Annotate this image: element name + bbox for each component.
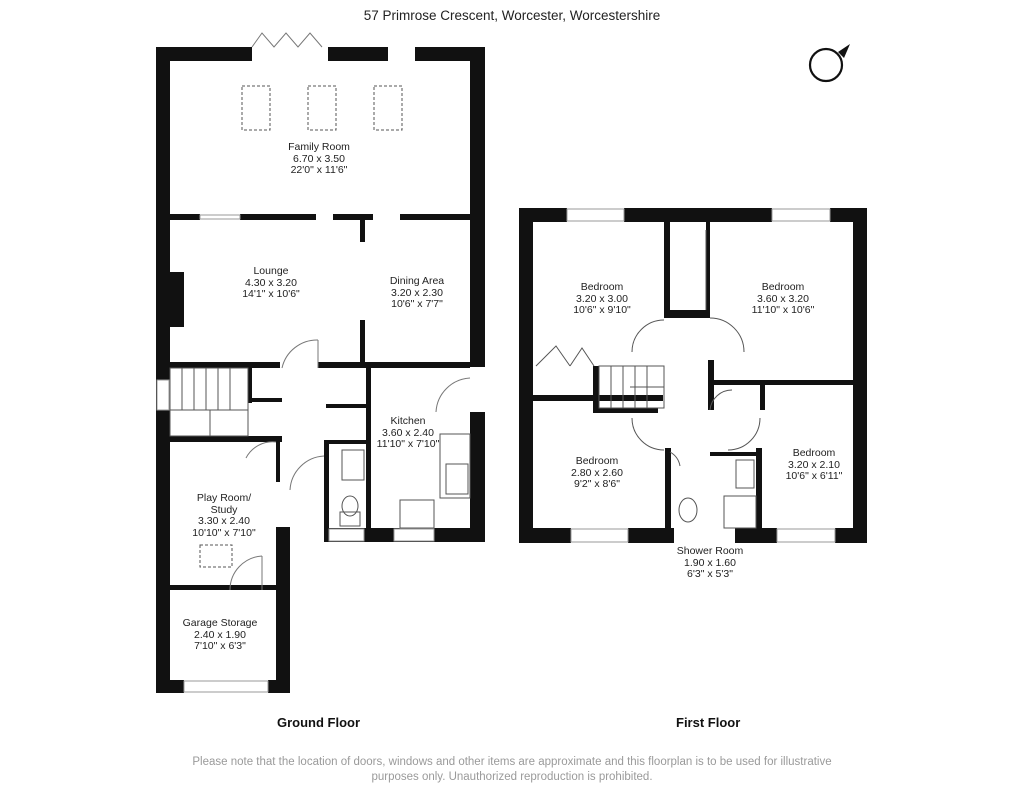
ground-floor-walls bbox=[156, 47, 485, 693]
room-bedroom-3: Bedroom 2.80 x 2.60 9'2" x 8'6" bbox=[571, 455, 623, 490]
room-family-room: Family Room 6.70 x 3.50 22'0" x 11'6" bbox=[288, 141, 350, 176]
room-dining-area: Dining Area 3.20 x 2.30 10'6" x 7'7" bbox=[389, 275, 445, 310]
plan-title: 57 Primrose Crescent, Worcester, Worcest… bbox=[363, 8, 661, 23]
first-floor-label: First Floor bbox=[676, 715, 741, 730]
north-arrow-icon bbox=[808, 44, 850, 83]
room-garage-storage: Garage Storage 2.40 x 1.90 7'10" x 6'3" bbox=[182, 617, 258, 652]
room-lounge: Lounge 4.30 x 3.20 14'1" x 10'6" bbox=[242, 265, 300, 300]
first-floor-walls bbox=[519, 208, 867, 543]
room-play-room: Play Room/ Study 3.30 x 2.40 10'10" x 7'… bbox=[192, 492, 256, 539]
room-kitchen: Kitchen 3.60 x 2.40 11'10" x 7'10" bbox=[376, 415, 440, 450]
room-bedroom-2: Bedroom 3.60 x 3.20 11'10" x 10'6" bbox=[751, 281, 815, 316]
room-bedroom-1: Bedroom 3.20 x 3.00 10'6" x 9'10" bbox=[573, 281, 631, 316]
ground-stairs bbox=[169, 367, 249, 437]
room-shower-room: Shower Room 1.90 x 1.60 6'3" x 5'3" bbox=[676, 545, 744, 580]
room-bedroom-4: Bedroom 3.20 x 2.10 10'6" x 6'11" bbox=[785, 447, 843, 482]
ground-floor-label: Ground Floor bbox=[277, 715, 361, 730]
disclaimer-text: Please note that the location of doors, … bbox=[192, 756, 832, 783]
